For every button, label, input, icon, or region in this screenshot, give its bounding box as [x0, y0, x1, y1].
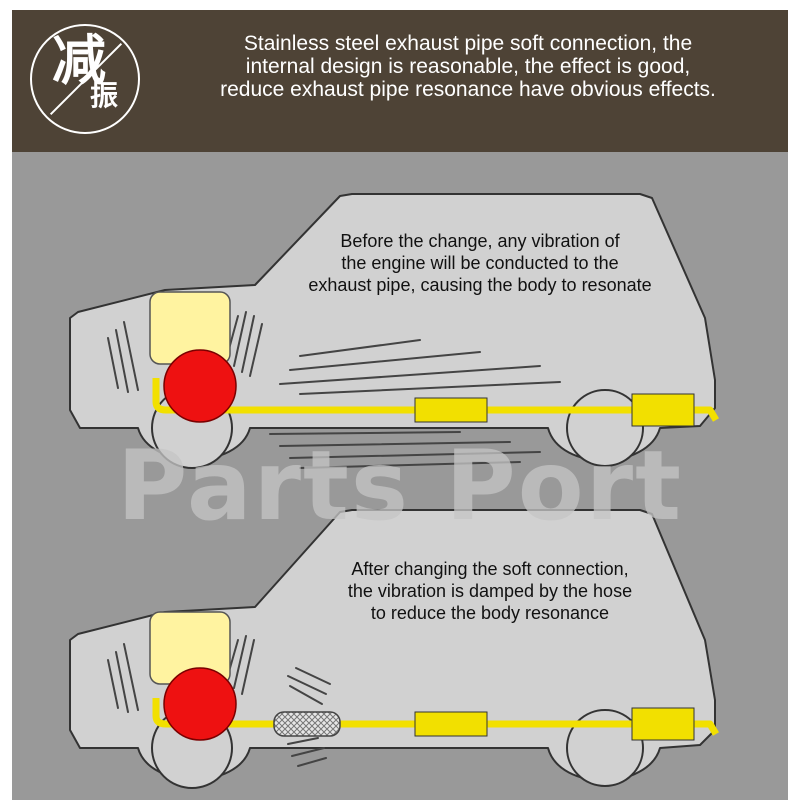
body-vibration-lines-before: [269, 339, 561, 469]
header-description: Stainless steel exhaust pipe soft connec…: [150, 32, 786, 101]
caption-before-line-1: Before the change, any vibration of: [340, 231, 620, 251]
watermark-text: Parts Port: [117, 430, 683, 542]
hose-vibration-lines-after: [287, 667, 331, 767]
caption-after-line-1: After changing the soft connection,: [351, 559, 629, 579]
middle-muffler-after: [414, 711, 488, 737]
caption-after: After changing the soft connection, the …: [280, 558, 700, 624]
caption-before: Before the change, any vibration of the …: [250, 230, 710, 296]
rear-muffler-after: [631, 707, 695, 741]
car-after: [69, 509, 720, 789]
logo-character-small: 振: [90, 79, 119, 112]
caption-before-line-3: exhaust pipe, causing the body to resona…: [308, 275, 652, 295]
exhaust-pipe-after: [152, 698, 720, 736]
front-vibration-lines-after: [107, 635, 255, 713]
caption-after-line-2: the vibration is damped by the hose: [347, 581, 633, 601]
rear-wheel-after: [566, 709, 644, 787]
caption-before-line-2: the engine will be conducted to the: [341, 253, 619, 273]
header-line-1: Stainless steel exhaust pipe soft connec…: [243, 32, 693, 55]
header-line-3: reduce exhaust pipe resonance have obvio…: [220, 78, 716, 101]
exhaust-pipe-before: [152, 378, 720, 422]
logo-character-large: 减: [52, 29, 106, 92]
middle-muffler-before: [414, 397, 488, 423]
header-banner: [12, 10, 788, 152]
flywheel-before: [163, 349, 237, 423]
damping-logo: 减 振: [30, 24, 140, 134]
rear-muffler-before: [631, 393, 695, 427]
flywheel-after: [163, 667, 237, 741]
caption-after-line-3: to reduce the body resonance: [370, 603, 610, 623]
car-before: [69, 193, 720, 469]
flexible-hose-connector: [273, 711, 341, 737]
header-line-2: internal design is reasonable, the effec…: [245, 55, 691, 78]
